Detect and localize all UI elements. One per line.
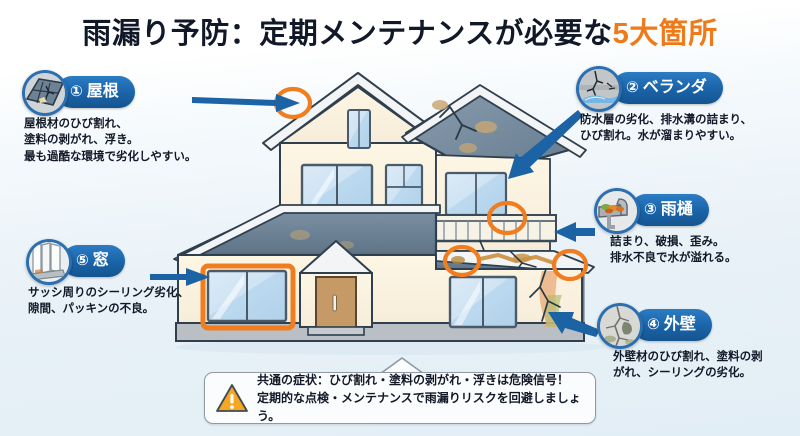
card-gutter-number: ③ bbox=[644, 201, 657, 218]
arrow-exterior-wall bbox=[548, 312, 600, 337]
highlight-marker-gutter-left bbox=[442, 244, 482, 278]
window-sash-seal-icon bbox=[29, 242, 69, 282]
thumbnail-exterior-wall[interactable] bbox=[597, 303, 643, 349]
card-balcony-label: ベランダ bbox=[642, 79, 707, 96]
highlight-marker-balcony bbox=[486, 200, 528, 236]
callout-pointer bbox=[379, 357, 425, 375]
card-window-label: 窓 bbox=[92, 252, 109, 269]
thumbnail-window[interactable] bbox=[26, 239, 72, 285]
card-exterior-wall-label: 外壁 bbox=[663, 316, 696, 333]
page-title-accent: 5大箇所 bbox=[612, 18, 718, 50]
thumbnail-roof[interactable] bbox=[22, 70, 68, 116]
wall-crack-peeling-icon bbox=[600, 306, 640, 346]
common-symptoms-text: 共通の症状：ひび割れ・塗料の剥がれ・浮きは危険信号！ 定期的な点検・メンテナンス… bbox=[257, 373, 581, 423]
highlight-marker-window bbox=[200, 263, 296, 331]
card-window-number: ⑤ bbox=[76, 252, 89, 269]
card-gutter-label: 雨樋 bbox=[660, 201, 693, 218]
roof-tile-crack-icon bbox=[25, 73, 65, 113]
thumbnail-gutter[interactable] bbox=[594, 188, 640, 234]
page-title: 雨漏り予防：定期メンテナンスが必要な5大箇所 bbox=[0, 10, 800, 52]
arrow-roof bbox=[192, 94, 300, 112]
card-roof-number: ① bbox=[70, 83, 83, 100]
common-symptoms-callout: 共通の症状：ひび割れ・塗料の剥がれ・浮きは危険信号！ 定期的な点検・メンテナンス… bbox=[204, 372, 596, 424]
card-gutter-description: 詰まり、破損、歪み。 排水不良で水が溢れる。 bbox=[610, 236, 737, 265]
card-roof-label: 屋根 bbox=[86, 83, 119, 100]
card-exterior-wall-description: 外壁材のひび割れ、塗料の剥 がれ、シーリングの劣化。 bbox=[613, 351, 763, 380]
arrow-gutter bbox=[554, 222, 595, 242]
balcony-waterpool-crack-icon bbox=[579, 69, 619, 109]
gutter-clogged-leaves-icon bbox=[597, 191, 637, 231]
card-roof-description: 屋根材のひび割れ、 塗料の剥がれ、浮き。 最も過酷な環境で劣化しやすい。 bbox=[24, 118, 197, 163]
card-window-description: サッシ周りのシーリング劣化、 隙間、パッキンの不良。 bbox=[28, 287, 189, 316]
card-balcony-description: 防水層の劣化、排水溝の詰まり、 ひび割れ。水が溜まりやすい。 bbox=[580, 114, 753, 143]
card-balcony-number: ② bbox=[626, 79, 639, 96]
highlight-marker-gutter-right bbox=[551, 248, 589, 282]
thumbnail-balcony[interactable] bbox=[576, 66, 622, 112]
page-title-main: 雨漏り予防：定期メンテナンスが必要な bbox=[82, 18, 613, 50]
arrow-window bbox=[150, 268, 210, 286]
warning-triangle-icon bbox=[216, 384, 248, 412]
arrow-balcony bbox=[508, 110, 583, 179]
card-exterior-wall-number: ④ bbox=[647, 316, 660, 333]
